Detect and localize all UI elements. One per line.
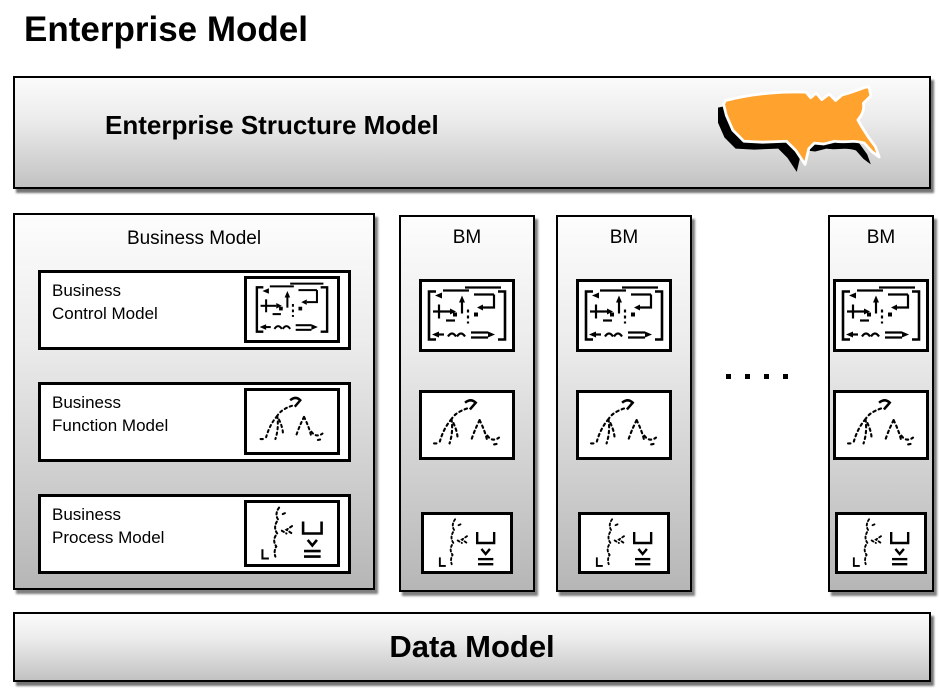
function-model-thumbnail-icon bbox=[833, 390, 929, 460]
control-model-thumbnail-icon bbox=[244, 276, 340, 343]
process-model-thumbnail-icon bbox=[578, 512, 670, 574]
business-control-model-label: Business Control Model bbox=[52, 281, 158, 323]
bm-column-1-label: BM bbox=[452, 227, 482, 248]
bm-column-1: BM bbox=[399, 215, 535, 592]
control-model-thumbnail-icon bbox=[833, 279, 929, 352]
business-model-panel: Business Model Business Control Model bbox=[13, 213, 375, 590]
business-process-model-label: Business Process Model bbox=[52, 505, 165, 547]
process-model-thumbnail-icon bbox=[244, 500, 340, 567]
process-model-thumbnail-icon bbox=[421, 512, 513, 574]
bm-column-2: BM bbox=[556, 215, 692, 592]
control-model-thumbnail-icon bbox=[419, 279, 515, 352]
enterprise-structure-model-label: Enterprise Structure Model bbox=[105, 110, 439, 140]
business-function-model-box: Business Function Model bbox=[38, 382, 351, 462]
control-model-thumbnail-icon bbox=[576, 279, 672, 352]
ellipsis-dots bbox=[726, 374, 788, 379]
enterprise-structure-model-banner: Enterprise Structure Model bbox=[13, 76, 931, 189]
process-model-thumbnail-icon bbox=[835, 512, 927, 574]
function-model-thumbnail-icon bbox=[419, 390, 515, 460]
ellipsis-dot bbox=[783, 374, 788, 379]
function-model-thumbnail-icon bbox=[576, 390, 672, 460]
bm-column-3: BM bbox=[828, 215, 934, 592]
data-model-banner: Data Model bbox=[13, 612, 931, 682]
business-function-model-label: Business Function Model bbox=[52, 393, 169, 435]
usa-map-shape bbox=[722, 85, 881, 166]
bm-column-3-label: BM bbox=[866, 227, 896, 248]
function-model-thumbnail-icon bbox=[244, 388, 340, 455]
page-title: Enterprise Model bbox=[24, 10, 308, 49]
ellipsis-dot bbox=[726, 374, 731, 379]
business-process-model-box: Business Process Model bbox=[38, 494, 351, 574]
ellipsis-dot bbox=[745, 374, 750, 379]
data-model-label: Data Model bbox=[389, 629, 555, 664]
business-control-model-box: Business Control Model bbox=[38, 270, 351, 350]
ellipsis-dot bbox=[764, 374, 769, 379]
business-model-title: Business Model bbox=[126, 228, 262, 249]
bm-column-2-label: BM bbox=[609, 227, 639, 248]
usa-map-icon bbox=[718, 85, 881, 172]
